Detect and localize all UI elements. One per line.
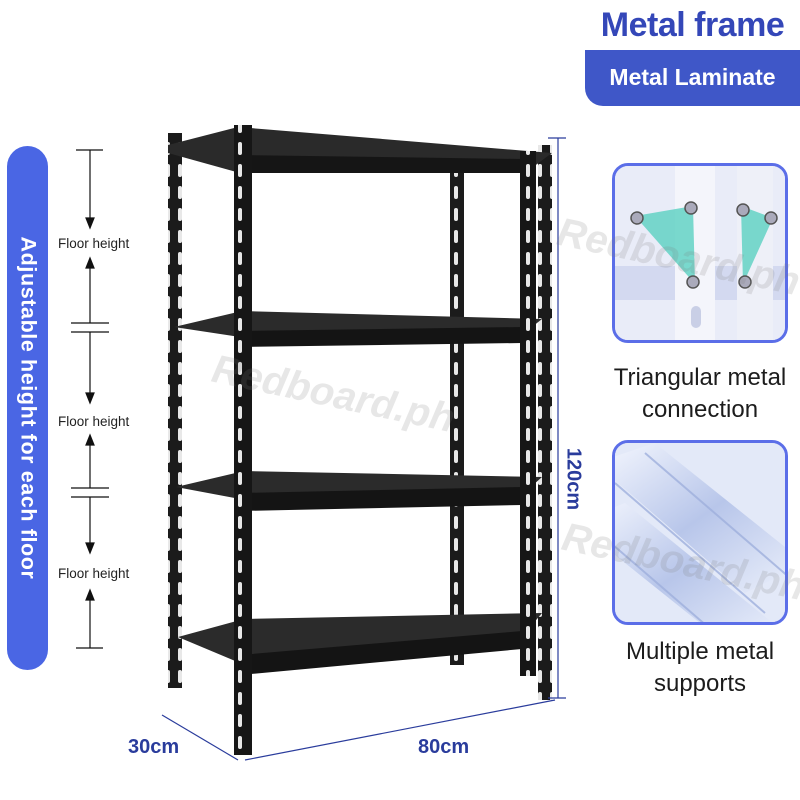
side-banner-label: Adjustable height for each floor (7, 146, 48, 670)
side-banner-text: Adjustable height for each floor (16, 236, 40, 580)
feature-card-metal-supports (612, 440, 788, 625)
rear-post-right (450, 155, 464, 665)
metal-supports-photo (615, 443, 785, 622)
feature-card-triangular-connection (612, 163, 788, 343)
floor-height-label-1: Floor height (58, 236, 130, 251)
shelf-2 (174, 311, 542, 347)
feature-caption-2-line2: supports (653, 670, 747, 697)
metal-shelf-illustration (168, 125, 552, 755)
height-dimension-label: 120cm (562, 447, 585, 511)
width-dimension-label: 80cm (418, 736, 470, 758)
height-dimension: 120cm (556, 434, 590, 524)
feature-caption-1: Triangular metal connection (585, 362, 800, 426)
triangular-bracket-photo (615, 166, 785, 340)
shelf-3 (176, 471, 542, 511)
floor-height-arrows (71, 149, 109, 649)
dimension-lines (161, 137, 566, 761)
feature-caption-1-line2: connection (641, 396, 759, 423)
front-post-right (520, 151, 536, 676)
shelf-top (168, 127, 552, 173)
front-post-left (234, 125, 252, 755)
feature-caption-1-line1: Triangular metal (613, 364, 787, 391)
shelf-bottom (178, 613, 542, 675)
header-subtitle: Metal Laminate (609, 63, 776, 90)
header-title: Metal frame (585, 0, 800, 50)
side-banner (7, 146, 48, 670)
feature-caption-2: Multiple metal supports (585, 636, 800, 700)
depth-dimension-label: 30cm (128, 736, 180, 758)
floor-height-label-2: Floor height (58, 414, 130, 429)
rear-post-left (168, 133, 182, 688)
floor-height-label-3: Floor height (58, 566, 130, 581)
feature-caption-2-line1: Multiple metal (625, 638, 775, 665)
header-badge: Metal frame Metal Laminate (585, 0, 800, 106)
